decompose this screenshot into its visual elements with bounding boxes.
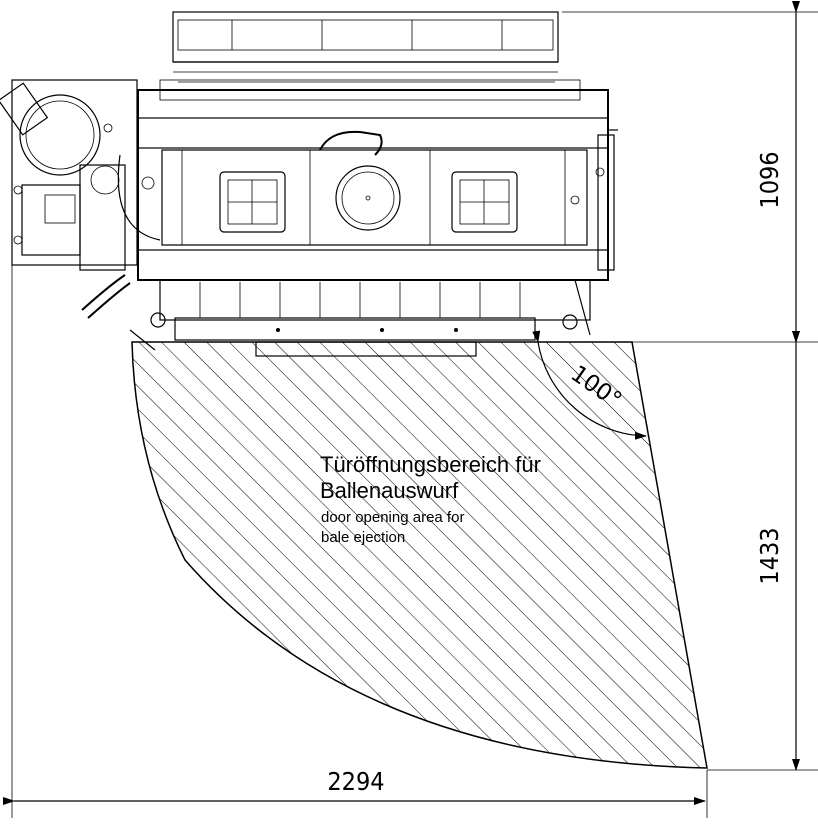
- area-label-de-line1: Türöffnungsbereich für: [320, 452, 541, 477]
- dimension-lines: [3, 1, 818, 818]
- door-opening-area: [131, 341, 708, 769]
- dimension-width: 2294: [327, 767, 384, 796]
- dimension-upper-height: 1096: [755, 151, 784, 208]
- area-label-en-line2: bale ejection: [321, 529, 405, 546]
- dimension-lower-height: 1433: [755, 527, 784, 584]
- area-label-en-line1: door opening area for: [321, 509, 464, 526]
- area-label-de-line2: Ballenauswurf: [320, 478, 459, 503]
- machine-top-view: [0, 11, 618, 357]
